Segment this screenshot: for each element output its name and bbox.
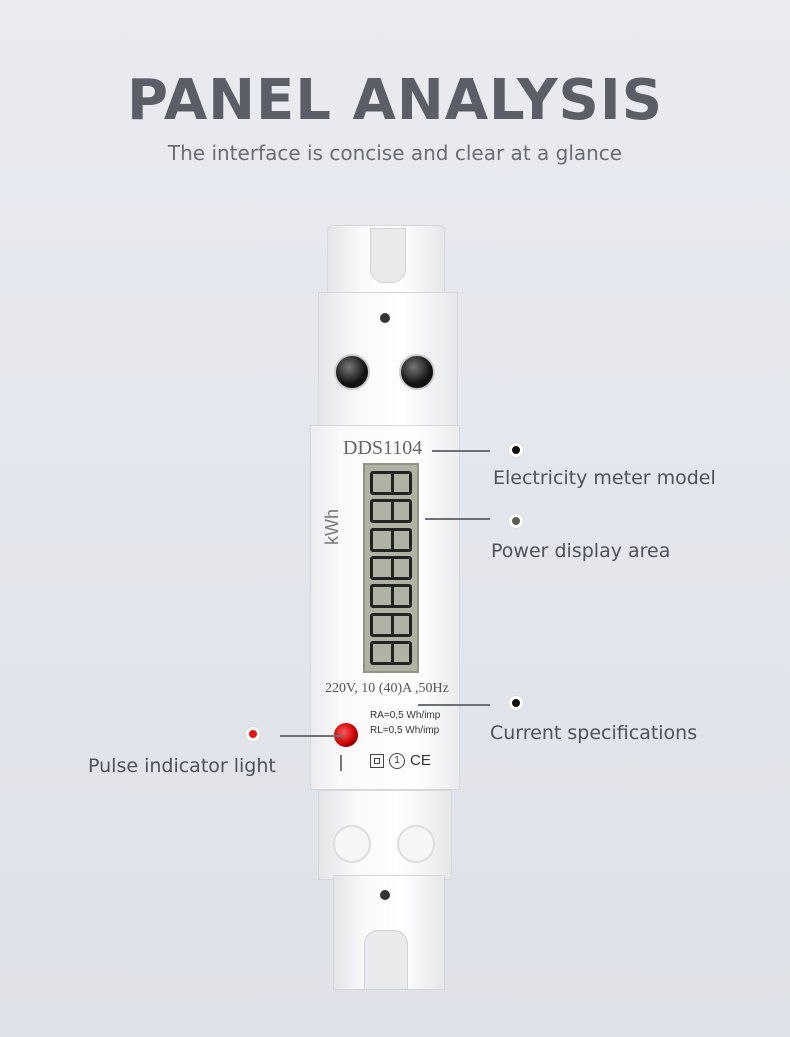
constant-a-text: RA=0,5 Wh/imp: [370, 710, 441, 721]
thermometer-icon: [340, 755, 342, 771]
callout-display-area: Power display area: [491, 540, 671, 562]
terminal-knockout: [333, 825, 371, 863]
callout-line: [432, 450, 490, 452]
callout-line: [418, 704, 490, 706]
callout-pulse-light: Pulse indicator light: [88, 755, 276, 777]
terminal-screw-icon: [334, 354, 370, 390]
screw-hole: [380, 313, 390, 323]
callout-current-spec: Current specifications: [490, 722, 698, 744]
unit-label: kWh: [322, 509, 342, 545]
lcd-digit: [370, 612, 412, 637]
callout-line: [425, 518, 490, 520]
lcd-digit: [370, 555, 412, 580]
constant-l-text: RL=0,5 Wh/imp: [370, 725, 440, 736]
callout-line: [280, 735, 344, 737]
callout-dot: [246, 727, 260, 741]
ce-mark: CE: [410, 752, 431, 769]
screw-hole: [380, 890, 390, 900]
lcd-display: [363, 463, 419, 673]
rating-text: 220V, 10 (40)A ,50Hz: [325, 681, 449, 696]
double-insulation-icon: [370, 754, 384, 768]
lcd-digit: [370, 527, 412, 552]
lcd-digit: [370, 584, 412, 609]
page-subtitle: The interface is concise and clear at a …: [167, 141, 623, 165]
terminal-knockout: [397, 825, 435, 863]
meter-model-text: DDS1104: [343, 437, 423, 459]
callout-dot: [509, 443, 523, 457]
terminal-screw-icon: [399, 354, 435, 390]
callout-dot: [509, 696, 523, 710]
class-1-icon: 1: [389, 753, 405, 769]
callout-meter-model: Electricity meter model: [493, 467, 716, 489]
lcd-digit: [370, 499, 412, 524]
clip-slot: [364, 930, 408, 990]
clip-slot: [370, 228, 406, 283]
lcd-digit: [370, 471, 412, 496]
lcd-digit: [370, 640, 412, 665]
callout-dot: [509, 514, 523, 528]
page-title: PANEL ANALYSIS: [126, 68, 664, 133]
